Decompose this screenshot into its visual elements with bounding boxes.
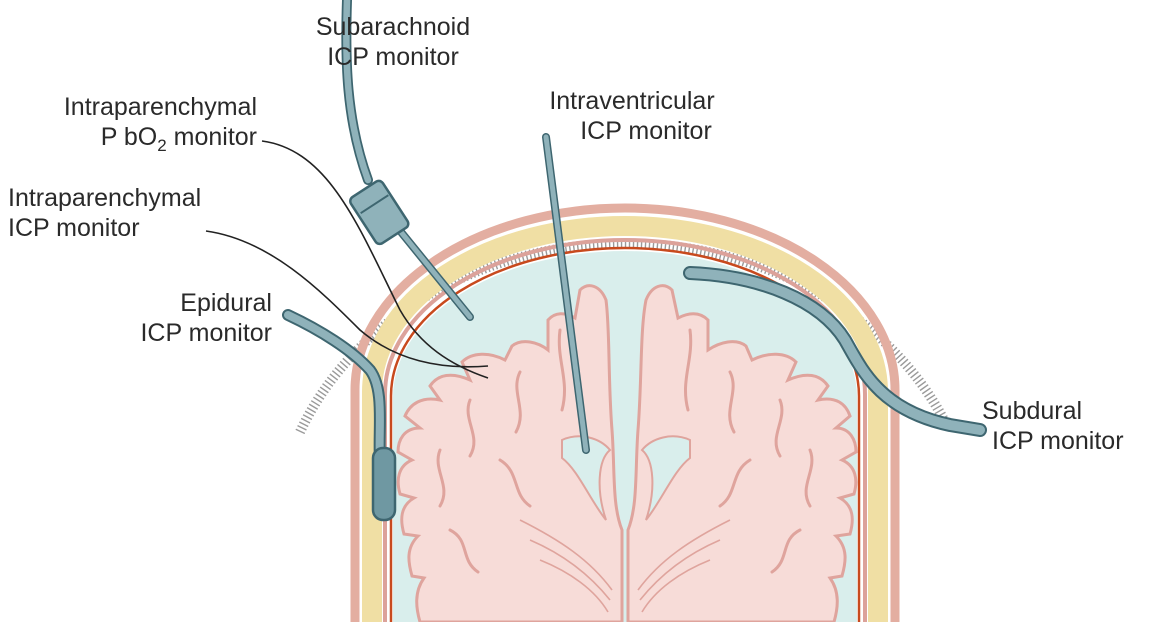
intraparenchymal-icp-label: Intraparenchymal ICP monitor (8, 183, 248, 243)
pbo2-label-line1: Intraparenchymal (30, 92, 257, 122)
subarachnoid-label-line1: Subarachnoid (298, 12, 488, 42)
intraparenchymal-icp-label-line1: Intraparenchymal (8, 183, 248, 213)
intraparenchymal-icp-label-line2: ICP monitor (8, 213, 248, 243)
pbo2-monitor-label: Intraparenchymal P bO2 monitor (30, 92, 257, 152)
epidural-label-line1: Epidural (100, 288, 272, 318)
subdural-label-line1: Subdural (982, 396, 1147, 426)
epidural-label-line2: ICP monitor (100, 318, 272, 348)
subarachnoid-label-line2: ICP monitor (298, 42, 488, 72)
epidural-label: Epidural ICP monitor (100, 288, 272, 348)
subdural-label: Subdural ICP monitor (982, 396, 1147, 456)
intraventricular-label-line1: Intraventricular (512, 86, 752, 116)
pbo2-label-line2: P bO2 monitor (30, 122, 257, 152)
intraventricular-label: Intraventricular ICP monitor (512, 86, 752, 146)
subdural-label-line2: ICP monitor (982, 426, 1147, 456)
subarachnoid-label: Subarachnoid ICP monitor (298, 12, 488, 72)
intraventricular-label-line2: ICP monitor (512, 116, 752, 146)
